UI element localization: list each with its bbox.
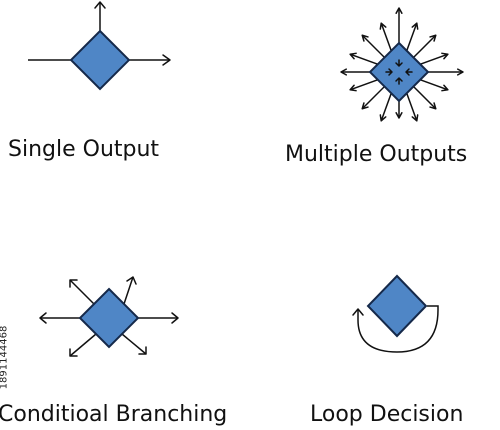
conditional-branching-icon	[39, 276, 179, 357]
output-ray-head-6	[441, 84, 449, 92]
output-ray-head-7	[429, 102, 437, 110]
output-ray-head-8	[411, 114, 419, 122]
caption-loop-decision: Loop Decision	[310, 402, 464, 427]
output-ray-head-10	[379, 114, 387, 122]
output-ray-head-16	[379, 22, 387, 30]
output-ray-3	[411, 34, 437, 60]
caption-conditional-branching: Conditioal Branching	[0, 402, 228, 427]
caption-single-output: Single Output	[8, 137, 160, 162]
output-ray-head-2	[411, 22, 419, 30]
output-ray-head-9	[395, 111, 403, 119]
output-ray-7	[411, 84, 437, 110]
single-output-icon	[28, 1, 171, 91]
output-ray-head-3	[429, 34, 437, 42]
multiple-outputs-icon	[340, 7, 464, 122]
stock-id-label: 1891144468	[0, 325, 10, 390]
output-ray-head-1	[395, 7, 403, 15]
caption-multiple-outputs: Multiple Outputs	[285, 142, 468, 167]
output-ray-head-14	[349, 52, 357, 60]
output-ray-head-15	[361, 34, 369, 42]
output-ray-head-5	[456, 68, 464, 76]
output-ray-head-4	[441, 52, 449, 60]
output-ray-15	[361, 34, 387, 60]
output-ray-head-13	[340, 68, 348, 76]
output-ray-head-12	[349, 84, 357, 92]
loop-decision-icon	[352, 274, 439, 353]
output-ray-head-11	[361, 102, 369, 110]
output-ray-11	[361, 84, 387, 110]
